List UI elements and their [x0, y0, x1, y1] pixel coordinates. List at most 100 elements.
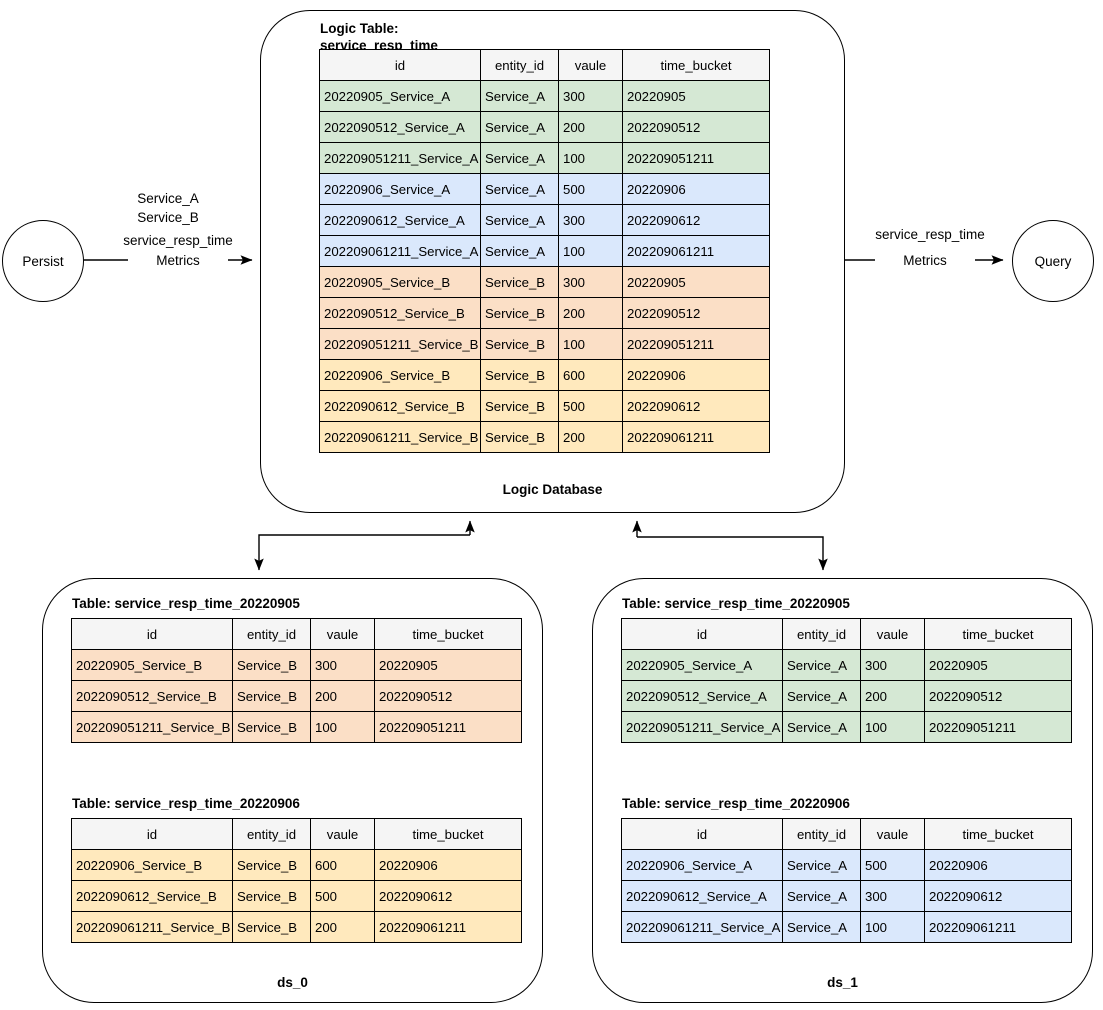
cell-id: 2022090612_Service_B — [71, 880, 233, 912]
column-header-id: id — [71, 818, 233, 850]
column-header-id: id — [621, 818, 783, 850]
cell-id: 202209051211_Service_B — [71, 711, 233, 743]
cell-time-bucket: 202209051211 — [924, 711, 1072, 743]
cell-id: 20220905_Service_A — [319, 80, 481, 112]
column-header-entity-id: entity_id — [782, 618, 861, 650]
ds1-table-20220906: id entity_id vaule time_bucket 20220906_… — [621, 818, 1072, 943]
cell-vaule: 200 — [558, 297, 623, 329]
column-header-entity-id: entity_id — [232, 818, 311, 850]
cell-id: 2022090612_Service_A — [621, 880, 783, 912]
column-header-vaule: vaule — [310, 618, 375, 650]
cell-id: 202209051211_Service_A — [319, 142, 481, 174]
column-header-time-bucket: time_bucket — [622, 49, 770, 81]
ds0-table1-caption: Table: service_resp_time_20220905 — [72, 596, 300, 611]
cell-time-bucket: 20220905 — [622, 80, 770, 112]
cell-time-bucket: 2022090612 — [622, 204, 770, 236]
cell-time-bucket: 202209061211 — [924, 911, 1072, 943]
cell-time-bucket: 20220905 — [374, 649, 522, 681]
ds0-table-20220905: id entity_id vaule time_bucket 20220905_… — [71, 618, 522, 743]
cell-id: 20220905_Service_A — [621, 649, 783, 681]
cell-entity-id: Service_A — [782, 911, 861, 943]
persist-label: Persist — [22, 253, 64, 269]
column-header-entity-id: entity_id — [480, 49, 559, 81]
cell-entity-id: Service_B — [480, 390, 559, 422]
query-edge-metric-name-label: service_resp_time — [875, 227, 985, 242]
cell-vaule: 300 — [558, 80, 623, 112]
cell-vaule: 600 — [310, 849, 375, 881]
cell-time-bucket: 2022090612 — [622, 390, 770, 422]
ds0-table-20220906: id entity_id vaule time_bucket 20220906_… — [71, 818, 522, 943]
persist-node[interactable]: Persist — [2, 220, 84, 302]
table-header-row: id entity_id vaule time_bucket — [71, 618, 522, 650]
ds1-table-20220905: id entity_id vaule time_bucket 20220905_… — [621, 618, 1072, 743]
cell-time-bucket: 202209061211 — [622, 235, 770, 267]
cell-time-bucket: 20220906 — [622, 173, 770, 205]
cell-id: 20220906_Service_B — [319, 359, 481, 391]
cell-entity-id: Service_B — [480, 328, 559, 360]
cell-id: 202209061211_Service_B — [71, 911, 233, 943]
table-header-row: id entity_id vaule time_bucket — [319, 49, 770, 81]
cell-time-bucket: 2022090512 — [622, 111, 770, 143]
cell-entity-id: Service_B — [232, 880, 311, 912]
cell-id: 2022090512_Service_A — [621, 680, 783, 712]
logic-database-footer: Logic Database — [502, 482, 603, 497]
column-header-vaule: vaule — [860, 818, 925, 850]
cell-vaule: 500 — [558, 390, 623, 422]
logic-table: id entity_id vaule time_bucket 20220905_… — [319, 49, 770, 453]
cell-entity-id: Service_A — [782, 849, 861, 881]
cell-id: 2022090512_Service_B — [319, 297, 481, 329]
cell-time-bucket: 2022090512 — [924, 680, 1072, 712]
column-header-time-bucket: time_bucket — [924, 618, 1072, 650]
cell-entity-id: Service_B — [232, 911, 311, 943]
ds0-table2-caption: Table: service_resp_time_20220906 — [72, 796, 300, 811]
cell-entity-id: Service_B — [232, 649, 311, 681]
cell-id: 202209061211_Service_B — [319, 421, 481, 453]
cell-id: 202209051211_Service_B — [319, 328, 481, 360]
cell-id: 2022090512_Service_A — [319, 111, 481, 143]
cell-entity-id: Service_B — [232, 849, 311, 881]
query-label: Query — [1034, 253, 1072, 269]
cell-time-bucket: 202209061211 — [622, 421, 770, 453]
persist-edge-metric-name-label: service_resp_time — [123, 233, 233, 248]
cell-entity-id: Service_B — [232, 680, 311, 712]
cell-vaule: 100 — [558, 142, 623, 174]
column-header-id: id — [71, 618, 233, 650]
cell-vaule: 200 — [558, 111, 623, 143]
cell-vaule: 300 — [860, 649, 925, 681]
table-header-row: id entity_id vaule time_bucket — [71, 818, 522, 850]
cell-vaule: 500 — [310, 880, 375, 912]
cell-id: 202209051211_Service_A — [621, 711, 783, 743]
cell-entity-id: Service_B — [480, 359, 559, 391]
cell-id: 20220906_Service_B — [71, 849, 233, 881]
query-edge-line-label: Metrics — [875, 251, 975, 270]
column-header-time-bucket: time_bucket — [374, 618, 522, 650]
cell-vaule: 300 — [860, 880, 925, 912]
cell-entity-id: Service_A — [782, 711, 861, 743]
query-node[interactable]: Query — [1012, 220, 1094, 302]
cell-time-bucket: 202209051211 — [622, 328, 770, 360]
column-header-vaule: vaule — [558, 49, 623, 81]
cell-time-bucket: 202209061211 — [374, 911, 522, 943]
cell-id: 2022090612_Service_B — [319, 390, 481, 422]
cell-time-bucket: 20220905 — [924, 649, 1072, 681]
cell-entity-id: Service_A — [480, 173, 559, 205]
cell-entity-id: Service_A — [782, 680, 861, 712]
cell-time-bucket: 2022090512 — [374, 680, 522, 712]
cell-vaule: 200 — [310, 680, 375, 712]
cell-time-bucket: 2022090612 — [374, 880, 522, 912]
cell-vaule: 500 — [558, 173, 623, 205]
